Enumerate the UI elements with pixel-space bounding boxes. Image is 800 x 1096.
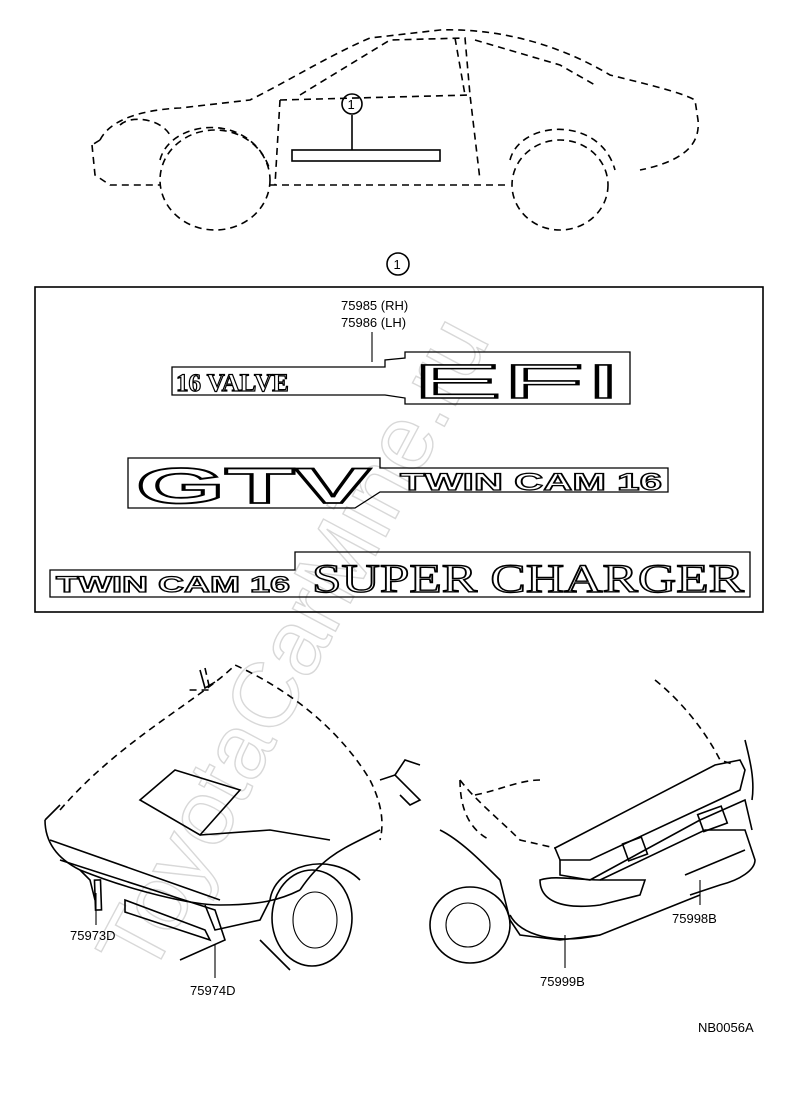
badge-frame (34, 286, 764, 613)
diagram-code: NB0056A (698, 1020, 754, 1035)
callout-circle-box (386, 252, 410, 276)
gtv-emblem: GTV TWIN CAM 16 (127, 457, 669, 515)
supercharger-emblem-prefix: TWIN CAM 16 (56, 572, 290, 597)
efi-emblem-main: EFI (412, 356, 622, 409)
stripe-rear-bumper: 75999B (540, 974, 585, 989)
car-front-view (44, 664, 422, 978)
stripe-front-bumper: 75974D (190, 983, 236, 998)
supercharger-emblem: TWIN CAM 16 SUPER CHARGER (49, 551, 751, 602)
part-number-lh: 75986 (LH) (341, 315, 406, 330)
car-rear-view (429, 679, 756, 968)
callout-number-box: 1 (394, 257, 401, 272)
callout-number-car: 1 (348, 97, 355, 112)
supercharger-emblem-main: SUPER CHARGER (312, 556, 744, 601)
part-number-rh: 75985 (RH) (341, 298, 408, 313)
efi-emblem-prefix: 16 VALVE (176, 370, 289, 397)
car-side-view: 1 (91, 29, 700, 231)
stripe-front-lower: 75973D (70, 928, 116, 943)
gtv-emblem-main: GTV (136, 458, 372, 514)
efi-emblem: 16 VALVE EFI (171, 351, 631, 410)
stripe-rear-side: 75998B (672, 911, 717, 926)
gtv-emblem-suffix: TWIN CAM 16 (400, 469, 662, 496)
